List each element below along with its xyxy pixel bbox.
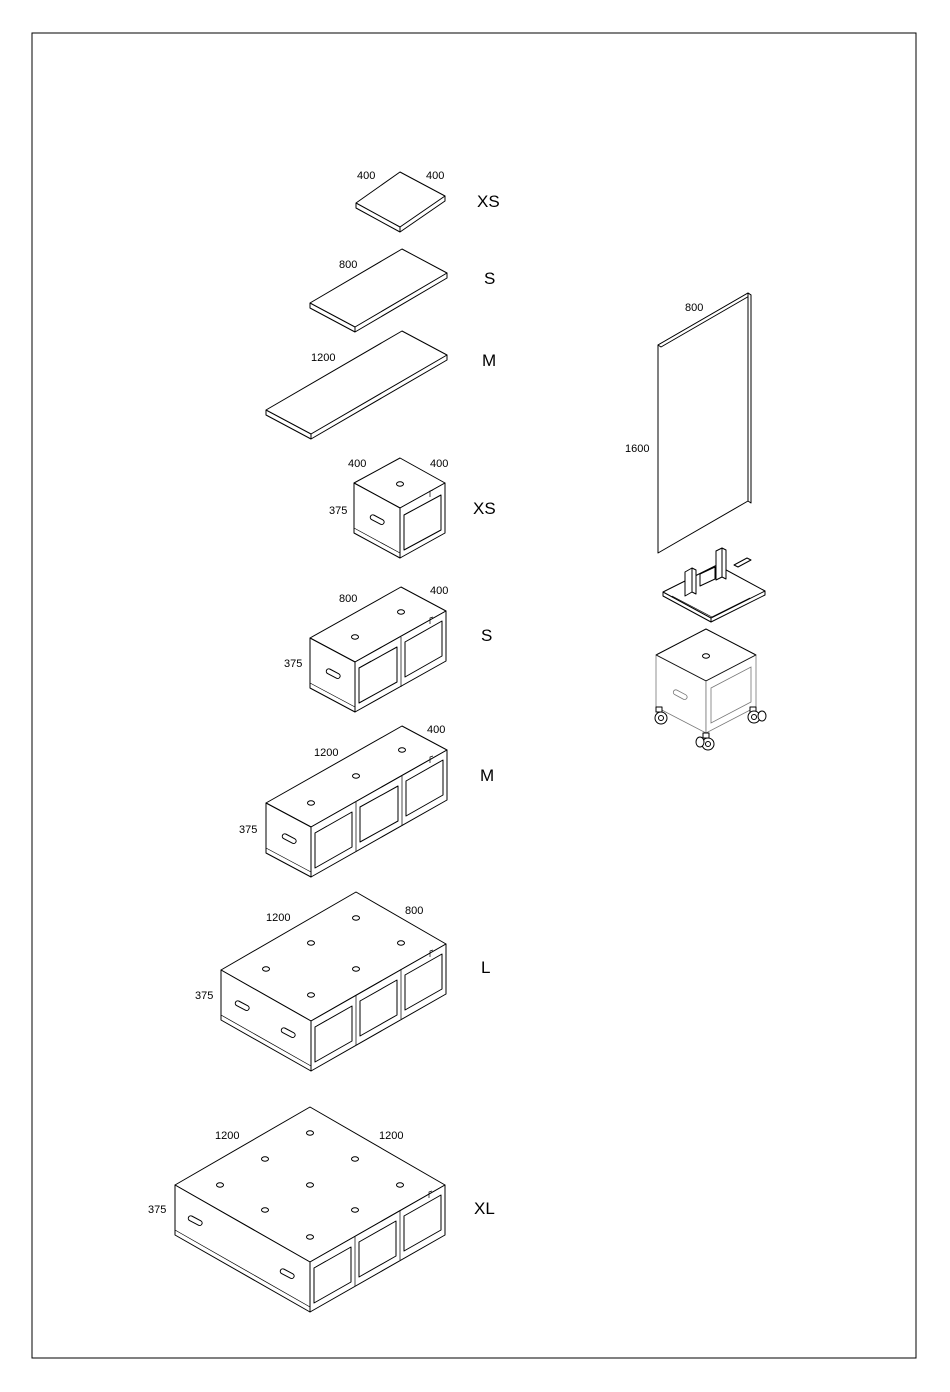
panel-width-label: 800 <box>685 302 703 314</box>
box-xl-top-hole-icon <box>307 1235 314 1239</box>
shelf-xs: 400 400 XS <box>356 170 500 232</box>
panel-height-label: 1600 <box>625 443 649 455</box>
panel: 800 1600 <box>625 293 751 553</box>
box-xl-top-hole-icon <box>217 1183 224 1187</box>
page-border <box>32 33 916 1358</box>
caddy-top-hole-icon <box>703 654 710 658</box>
box-m: 1200 400 375 M <box>239 724 494 877</box>
shelf-s-size-label: S <box>484 269 495 288</box>
box-xl-width-label: 1200 <box>215 1130 239 1142</box>
box-s-size-label: S <box>481 626 492 645</box>
box-xl-top-hole-icon <box>307 1183 314 1187</box>
box-s-height-label: 375 <box>284 658 302 670</box>
box-xl-top-hole-icon <box>352 1208 359 1212</box>
box-xl-size-label: XL <box>474 1199 495 1218</box>
box-xl-top-hole-icon <box>262 1208 269 1212</box>
box-xs-height-label: 375 <box>329 505 347 517</box>
box-l-size-label: L <box>481 958 490 977</box>
panel-foot-bracket <box>663 548 765 622</box>
box-m-top-hole-icon <box>353 774 360 778</box>
box-m-top-hole-icon <box>308 801 315 805</box>
box-m-depth-label: 400 <box>427 724 445 736</box>
shelf-s-width-label: 800 <box>339 259 357 271</box>
box-xs-width-label: 400 <box>430 458 448 470</box>
box-xl-top-hole-icon <box>262 1157 269 1161</box>
caster-wheel-icon <box>696 733 714 750</box>
shelf-xs-width-label: 400 <box>426 170 444 182</box>
box-s: 800 400 375 S <box>284 585 492 712</box>
shelf-s: 800 S <box>310 249 495 332</box>
box-l-top-hole-icon <box>398 941 405 945</box>
box-s-width-label: 800 <box>339 593 357 605</box>
box-l-top-hole-icon <box>353 967 360 971</box>
shelf-m-size-label: M <box>482 351 496 370</box>
box-xl-height-label: 375 <box>148 1204 166 1216</box>
shelf-m-width-label: 1200 <box>311 352 335 364</box>
box-l-depth-label: 800 <box>405 905 423 917</box>
box-xl-top-hole-icon <box>352 1157 359 1161</box>
box-xs-size-label: XS <box>473 499 496 518</box>
box-m-size-label: M <box>480 766 494 785</box>
caster-wheel-icon <box>748 707 766 723</box>
shelf-xs-depth-label: 400 <box>357 170 375 182</box>
box-xs: 400 400 375 XS <box>329 458 496 558</box>
shelf-xs-size-label: XS <box>477 192 500 211</box>
box-l-top-hole-icon <box>263 967 270 971</box>
box-m-width-label: 1200 <box>314 747 338 759</box>
box-xl: 1200 1200 375 XL <box>148 1107 495 1312</box>
box-s-depth-label: 400 <box>430 585 448 597</box>
box-xs-top-hole-icon <box>397 482 404 486</box>
box-l-top-hole-icon <box>308 941 315 945</box>
mobile-caddy <box>655 629 766 750</box>
shelf-m: 1200 M <box>266 331 496 439</box>
box-l-height-label: 375 <box>195 990 213 1002</box>
box-xs-depth-label: 400 <box>348 458 366 470</box>
box-s-top-hole-icon <box>352 635 359 639</box>
box-l-top-hole-icon <box>353 916 360 920</box>
box-xl-top-hole-icon <box>397 1183 404 1187</box>
box-l-width-label: 1200 <box>266 912 290 924</box>
box-xl-depth-label: 1200 <box>379 1130 403 1142</box>
box-xl-top-hole-icon <box>307 1131 314 1135</box>
box-m-top-hole-icon <box>399 748 406 752</box>
box-m-height-label: 375 <box>239 824 257 836</box>
box-l: 1200 800 375 L <box>195 892 490 1071</box>
box-l-top-hole-icon <box>308 993 315 997</box>
box-s-top-hole-icon <box>398 610 405 614</box>
